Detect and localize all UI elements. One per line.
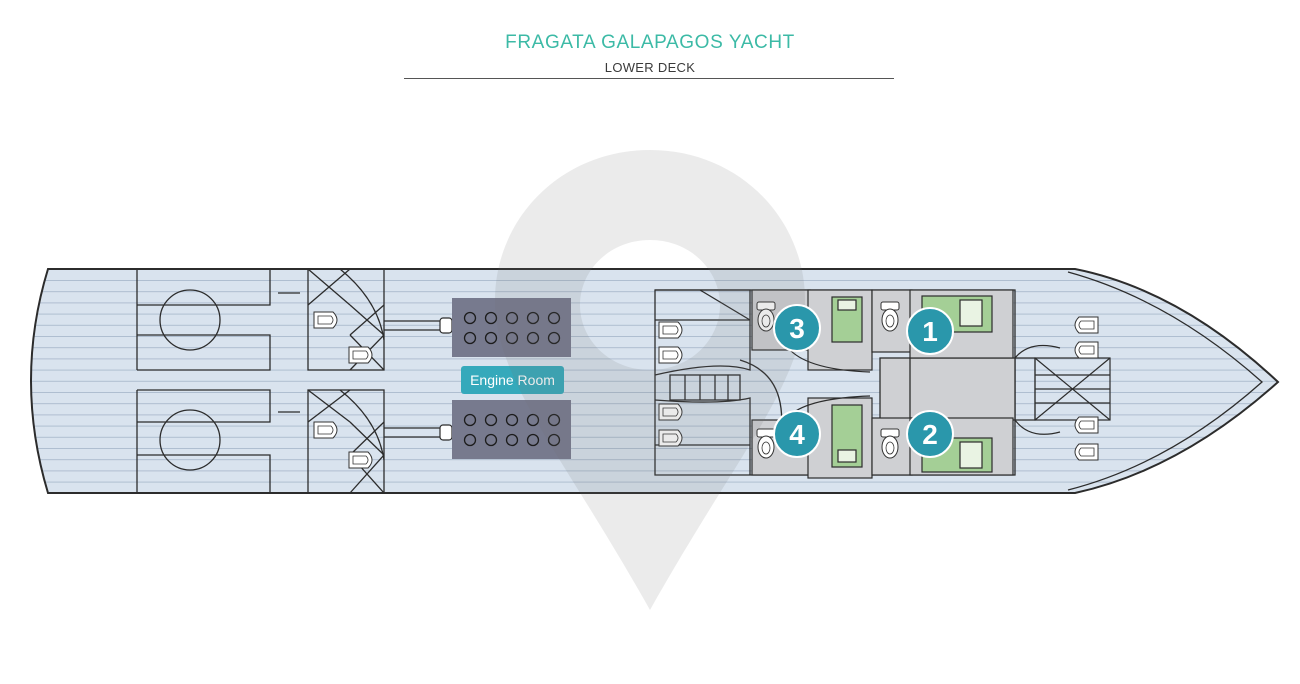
sink-icon xyxy=(658,321,683,339)
cylinder-icon xyxy=(484,311,498,325)
engine-room-label: Engine Room xyxy=(461,366,564,394)
cylinder-icon xyxy=(505,413,519,427)
title-underline xyxy=(404,78,894,79)
cylinder-icon xyxy=(526,433,540,447)
engine-room-text: Engine Room xyxy=(470,372,555,388)
toilet-icon xyxy=(880,428,900,459)
cylinder-icon xyxy=(484,433,498,447)
cylinder-icon xyxy=(526,413,540,427)
cylinder-icon xyxy=(547,413,561,427)
toilet-icon xyxy=(880,301,900,332)
cylinder-icon xyxy=(547,331,561,345)
cylinder-icon xyxy=(505,433,519,447)
cylinder-icon xyxy=(484,331,498,345)
cylinder-icon xyxy=(526,331,540,345)
cylinder-icon xyxy=(484,413,498,427)
cylinder-icon xyxy=(526,311,540,325)
cylinder-icon xyxy=(463,331,477,345)
cabin-number: 3 xyxy=(789,313,805,344)
engine-lower xyxy=(452,400,571,459)
sink-icon xyxy=(658,346,683,364)
cabin-number: 2 xyxy=(922,419,938,450)
stern-cabin-lower xyxy=(136,389,385,494)
map-pin-watermark xyxy=(495,150,805,610)
cabin-number: 4 xyxy=(789,419,805,450)
cylinder-icon xyxy=(547,311,561,325)
diagram-title: FRAGATA GALAPAGOS YACHT xyxy=(505,32,795,53)
engine-upper xyxy=(452,298,571,357)
toilet-icon xyxy=(756,428,776,459)
cabin-badge-3: 3 xyxy=(773,304,821,352)
cylinder-icon xyxy=(505,311,519,325)
cylinder-icon xyxy=(547,433,561,447)
cabin-badges: 1 2 3 4 xyxy=(773,304,954,458)
deck-subtitle: LOWER DECK xyxy=(604,60,696,75)
cabin-badge-2: 2 xyxy=(906,410,954,458)
diagram-header: FRAGATA GALAPAGOS YACHT LOWER DECK xyxy=(0,32,1300,75)
cabin-badge-4: 4 xyxy=(773,410,821,458)
stern-cabin-upper xyxy=(136,268,385,371)
cylinder-icon xyxy=(463,311,477,325)
cylinder-icon xyxy=(505,331,519,345)
bow-storage xyxy=(1014,345,1111,435)
cabin-badge-1: 1 xyxy=(906,307,954,355)
cylinder-icon xyxy=(463,413,477,427)
cabin-number: 1 xyxy=(922,316,938,347)
cylinder-icon xyxy=(463,433,477,447)
